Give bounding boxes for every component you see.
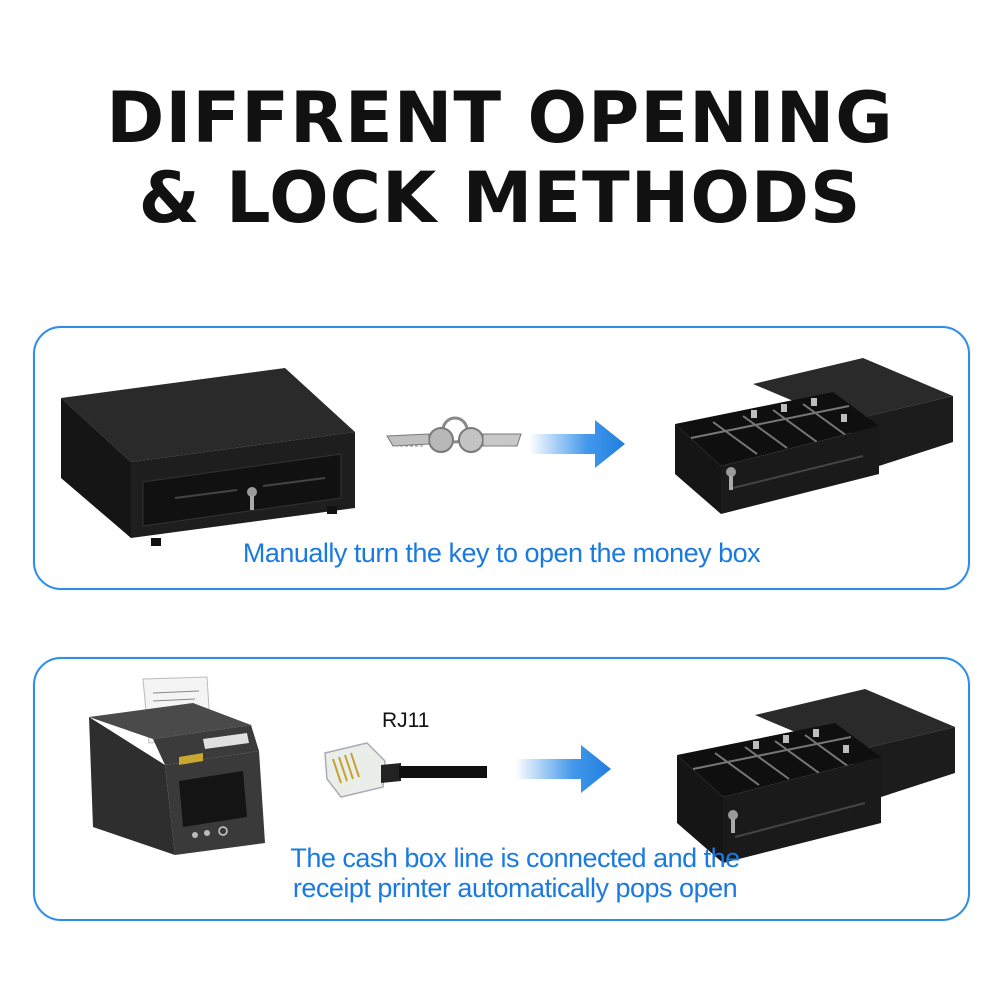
rj11-cable-image (324, 742, 487, 798)
auto-open-caption-line-2: receipt printer automatically pops open (292, 873, 738, 903)
receipt-printer-image (89, 676, 265, 855)
title-line-1: DIFFRENT OPENING (106, 77, 894, 159)
open-cash-drawer-image (677, 689, 955, 863)
auto-open-caption-line-1: The cash box line is connected and the (290, 843, 740, 873)
auto-open-panel: RJ11 (33, 657, 970, 921)
right-arrow-icon (529, 420, 625, 468)
right-arrow-icon (515, 745, 611, 793)
rj11-label: RJ11 (382, 709, 430, 732)
manual-open-caption: Manually turn the key to open the money … (242, 538, 761, 568)
keys-image (386, 416, 522, 453)
page-title: DIFFRENT OPENING & LOCK METHODS (0, 78, 1000, 238)
manual-open-panel: Manually turn the key to open the money … (33, 326, 970, 590)
open-cash-drawer-image (675, 358, 953, 514)
closed-cash-drawer-image (61, 368, 355, 546)
title-line-2: & LOCK METHODS (138, 157, 862, 239)
auto-open-caption: The cash box line is connected and the r… (235, 843, 795, 903)
